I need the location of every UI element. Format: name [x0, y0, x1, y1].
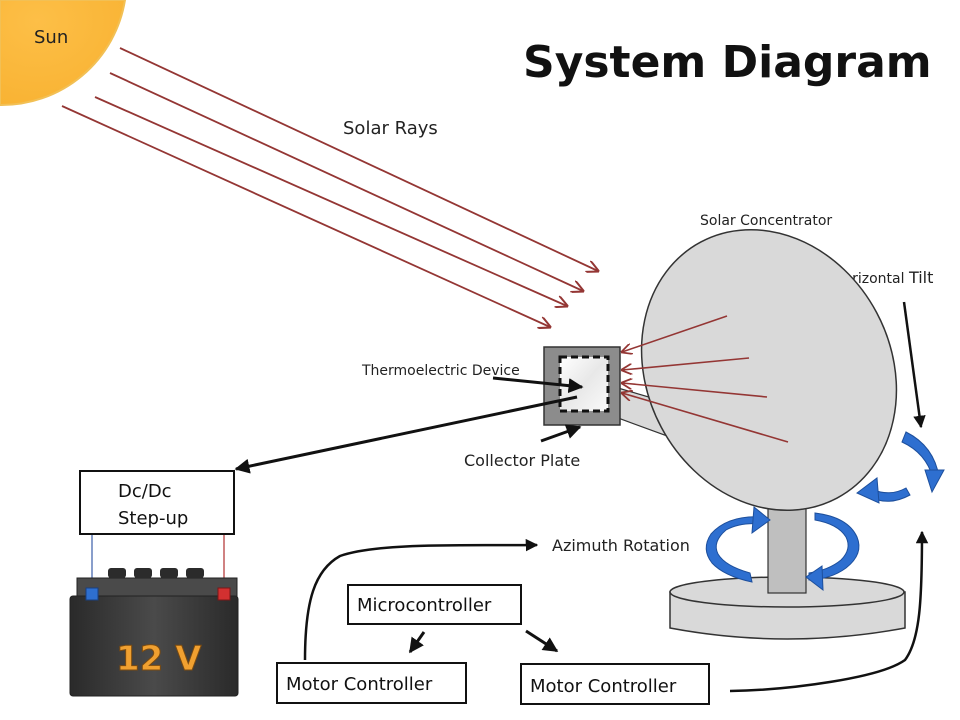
reflected-ray: [622, 315, 728, 352]
solar-ray: [119, 47, 598, 271]
solar-concentrator-label: Solar Concentrator: [700, 213, 832, 229]
horizontal-tilt-suffix: Tilt: [908, 268, 933, 287]
microcontroller-box: Microcontroller: [347, 584, 522, 625]
motor-controller-left: Motor Controller: [276, 662, 467, 704]
power-line-to-dcdc: [234, 395, 578, 474]
collector-plate-pointer: [540, 424, 582, 443]
battery-positive-terminal: [217, 587, 231, 601]
battery-label: 12 V: [116, 639, 202, 679]
reflected-ray: [622, 383, 768, 398]
solar-ray: [109, 72, 583, 291]
battery-12v: 12 V: [69, 568, 239, 697]
azimuth-rotation-icon: [705, 506, 860, 592]
sun: Sun: [0, 0, 127, 107]
dcdc-line2: Step-up: [118, 508, 188, 529]
horizontal-tilt-pointer: [902, 301, 926, 429]
azimuth-rotation-label: Azimuth Rotation: [552, 536, 690, 555]
azimuth-control-line: [303, 538, 539, 661]
micro-to-left-motor-arrow: [408, 631, 426, 654]
collector-plate-label: Collector Plate: [464, 451, 580, 470]
solar-rays-label: Solar Rays: [343, 118, 438, 139]
solar-ray: [61, 105, 550, 327]
dcdc-stepup-box: Dc/Dc Step-up: [79, 470, 235, 535]
motor-controller-left-label: Motor Controller: [286, 674, 433, 695]
dcdc-line1: Dc/Dc: [118, 481, 172, 502]
tilt-rotation-icon: [856, 431, 945, 504]
reflected-ray: [622, 357, 750, 370]
page-title: System Diagram: [523, 37, 932, 88]
sun-label: Sun: [34, 27, 68, 48]
reflected-rays: [622, 315, 789, 443]
thermoelectric-device-label: Thermoelectric Device: [361, 363, 520, 379]
thermoelectric-pointer: [492, 376, 584, 394]
microcontroller-label: Microcontroller: [357, 595, 492, 616]
solar-rays: [61, 47, 598, 327]
solar-concentrator-dish: [640, 228, 898, 512]
tilt-control-line: [729, 530, 929, 693]
battery-negative-terminal: [85, 587, 99, 601]
motor-controller-right-label: Motor Controller: [530, 676, 677, 697]
micro-to-right-motor-arrow: [525, 629, 559, 653]
solar-ray: [94, 96, 567, 306]
reflected-ray: [622, 393, 789, 443]
motor-controller-right: Motor Controller: [520, 663, 710, 705]
